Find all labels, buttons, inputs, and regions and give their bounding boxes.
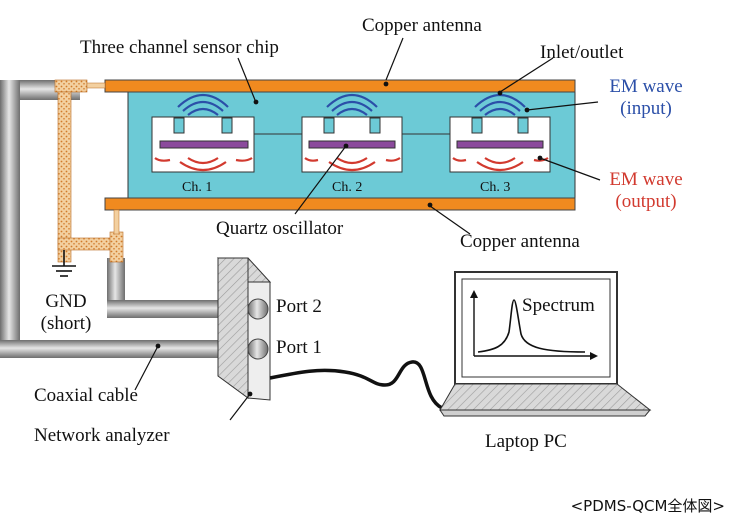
laptop-pc (439, 271, 652, 417)
gnd-line1: GND (45, 291, 87, 312)
gnd-label: GND (short) (26, 292, 106, 333)
em-wave-input-line1: EM wave (609, 76, 683, 97)
sensor-chip-label: Three channel sensor chip (80, 37, 279, 58)
laptop-pc-label: Laptop PC (485, 431, 567, 452)
channel-2-label: Ch. 2 (332, 180, 363, 195)
copper-antenna-top (104, 79, 576, 93)
port-1-connector (247, 338, 269, 360)
spectrum-plot (470, 290, 598, 360)
leader-lines (134, 37, 601, 421)
data-cable (269, 360, 443, 410)
copper-antenna-top-label: Copper antenna (362, 15, 482, 36)
coaxial-cable-port2 (107, 258, 250, 318)
port-2-connector (247, 298, 269, 320)
em-wave-output-label: EM wave (output) (596, 170, 696, 211)
gnd-line2: (short) (40, 313, 92, 334)
channel-1-label: Ch. 1 (182, 180, 213, 195)
cable-shield (54, 79, 124, 263)
channel-1 (151, 93, 255, 173)
em-wave-output-line1: EM wave (609, 169, 683, 190)
channel-3 (449, 93, 551, 173)
channel-3-label: Ch. 3 (480, 180, 511, 195)
ground-icon (52, 250, 76, 277)
coaxial-cable-label: Coaxial cable (34, 385, 138, 406)
coaxial-cable-port1 (0, 80, 250, 358)
leader-arrowheads (155, 81, 543, 397)
figure-caption: <PDMS-QCM全体図> (570, 497, 725, 515)
spectrum-label: Spectrum (522, 295, 595, 316)
port-1-label: Port 1 (276, 337, 322, 358)
copper-antenna-bottom (104, 197, 576, 211)
inlet-outlet-label: Inlet/outlet (540, 42, 624, 63)
em-wave-output-line2: (output) (615, 191, 677, 212)
network-analyzer (216, 257, 272, 401)
copper-antenna-bottom-label: Copper antenna (460, 231, 580, 252)
channel-2 (301, 93, 403, 173)
network-analyzer-label: Network analyzer (34, 425, 170, 446)
em-wave-input-label: EM wave (input) (596, 77, 696, 118)
em-wave-input-line2: (input) (620, 98, 672, 119)
port-2-label: Port 2 (276, 296, 322, 317)
quartz-oscillator-label: Quartz oscillator (216, 218, 344, 239)
